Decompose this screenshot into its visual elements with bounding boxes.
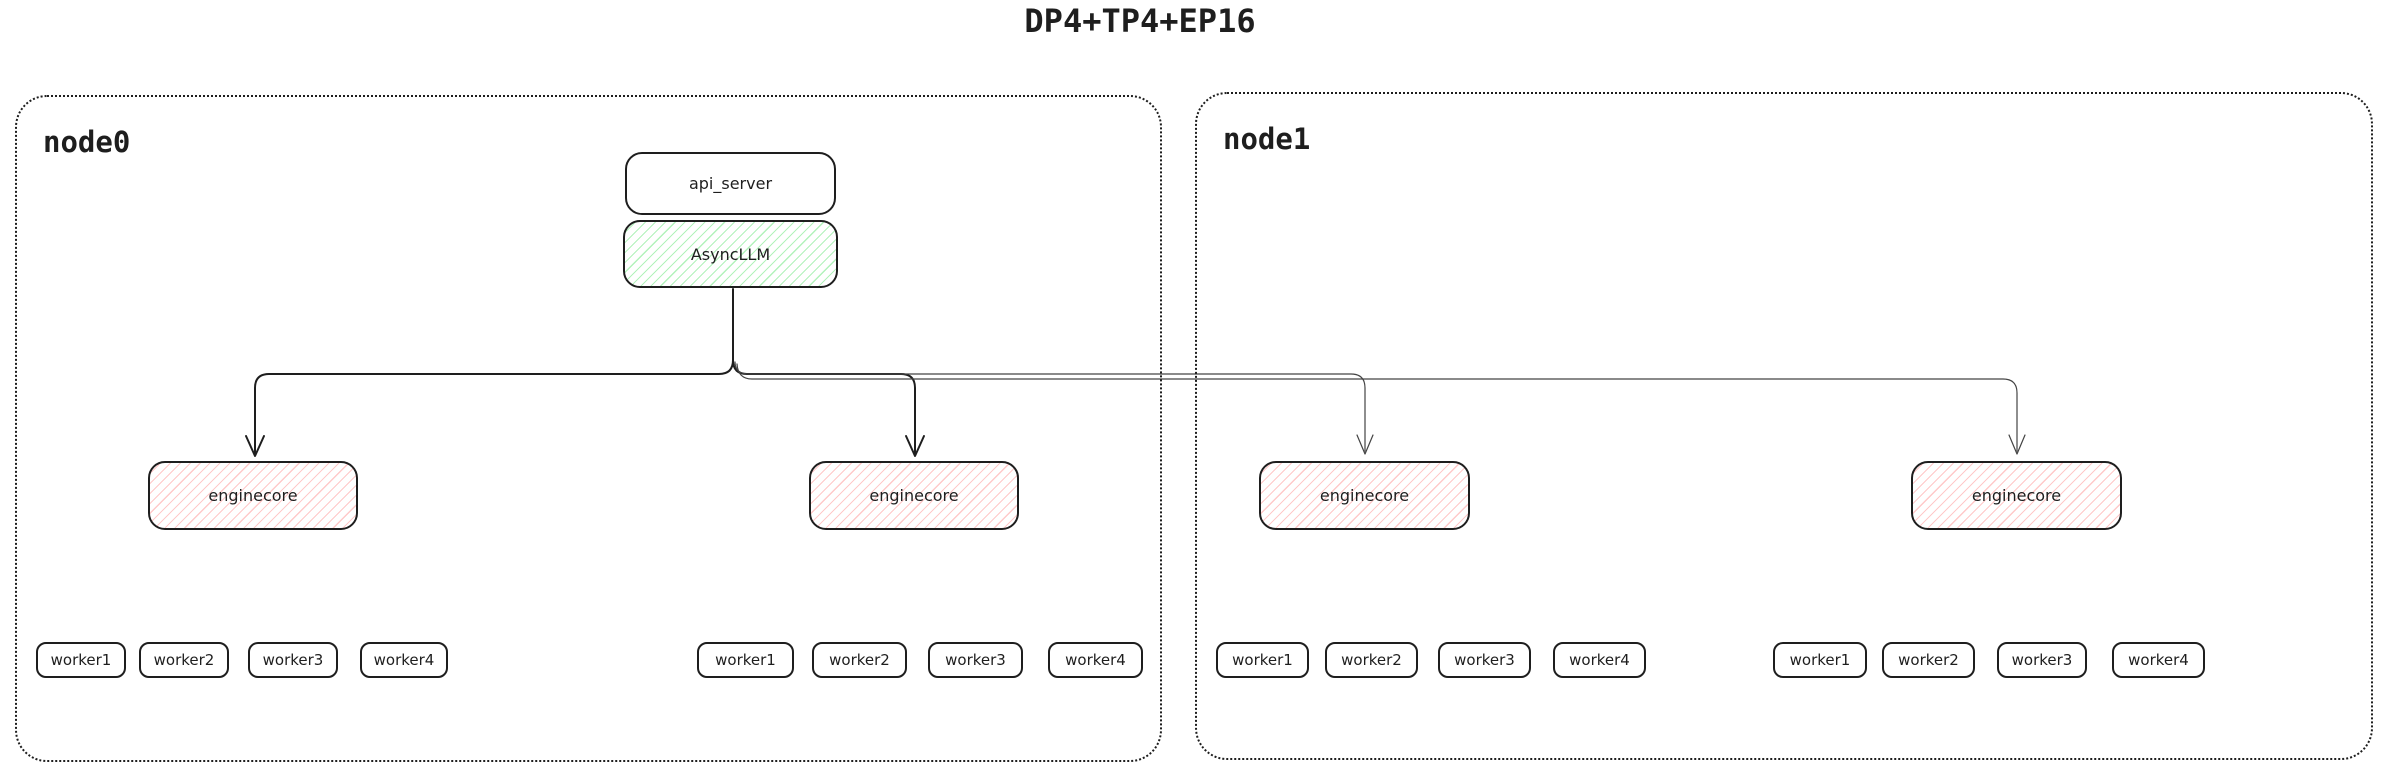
- node1-label: node1: [1223, 122, 1311, 156]
- node1-eng2-worker2-box: worker2: [1882, 642, 1975, 678]
- node1-eng2-worker1-box: worker1: [1773, 642, 1867, 678]
- node0-eng1-worker4-box: worker4: [360, 642, 448, 678]
- node0-eng2-worker2-box: worker2: [812, 642, 907, 678]
- node1-group: node1: [1195, 92, 2373, 760]
- api-server-box: api_server: [625, 152, 836, 215]
- node1-eng1-worker2-box: worker2: [1325, 642, 1418, 678]
- node0-eng2-worker4-box: worker4: [1048, 642, 1143, 678]
- node1-eng1-worker3-box: worker3: [1438, 642, 1531, 678]
- node0-enginecore2-box: enginecore: [809, 461, 1019, 530]
- node0-eng1-worker1-box: worker1: [36, 642, 126, 678]
- node1-eng2-worker3-box: worker3: [1997, 642, 2087, 678]
- node0-eng1-worker2-box: worker2: [139, 642, 229, 678]
- node0-label: node0: [43, 125, 131, 159]
- node0-eng2-worker1-box: worker1: [697, 642, 794, 678]
- node1-eng2-worker4-box: worker4: [2112, 642, 2205, 678]
- node1-eng1-worker1-box: worker1: [1216, 642, 1309, 678]
- node1-eng1-worker4-box: worker4: [1553, 642, 1646, 678]
- node1-enginecore2-box: enginecore: [1911, 461, 2122, 530]
- diagram-title: DP4+TP4+EP16: [1024, 2, 1256, 40]
- node1-enginecore1-box: enginecore: [1259, 461, 1470, 530]
- node0-enginecore1-box: enginecore: [148, 461, 358, 530]
- asyncllm-box: AsyncLLM: [623, 220, 838, 288]
- node0-eng1-worker3-box: worker3: [248, 642, 338, 678]
- node0-group: node0: [15, 95, 1162, 762]
- node0-eng2-worker3-box: worker3: [928, 642, 1023, 678]
